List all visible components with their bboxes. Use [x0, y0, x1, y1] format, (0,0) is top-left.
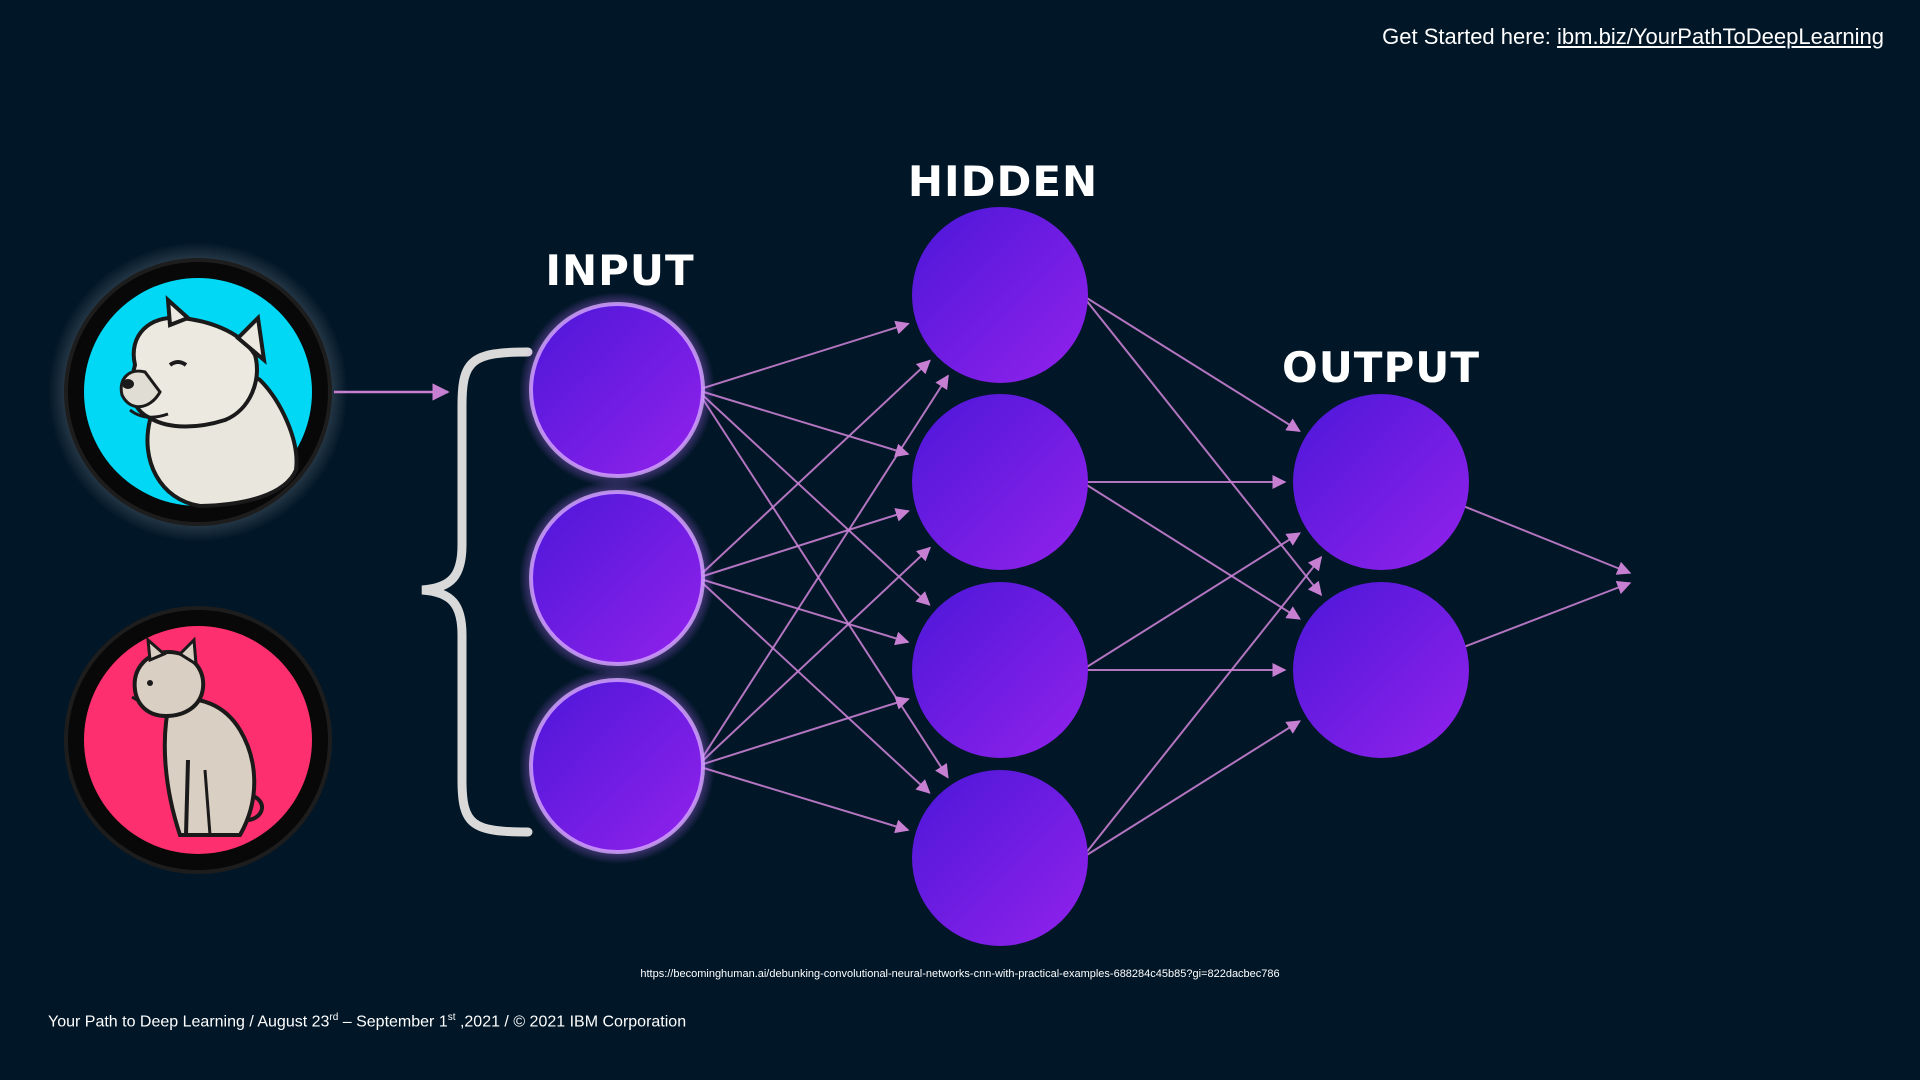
footer-part3: ,2021 / © 2021 IBM Corporation: [455, 1013, 687, 1031]
output-node-1: [1293, 394, 1469, 570]
nodes: [519, 207, 1469, 946]
hidden-output-connection-3-0: [1081, 556, 1323, 859]
footer-sup1: rd: [329, 1012, 339, 1023]
input-node-3: [519, 668, 715, 864]
hidden-output-connection-1-1: [1081, 481, 1301, 620]
input-brace: [421, 347, 533, 837]
input-hidden-connection-2-3: [696, 765, 910, 834]
footer-part1: Your Path to Deep Learning / August 23: [48, 1013, 330, 1031]
input-hidden-connection-1-1: [696, 508, 910, 579]
input-hidden-connection-0-3: [696, 389, 949, 779]
input-hidden-connection-1-2: [696, 577, 910, 646]
get-started-label: Get Started here:: [1382, 24, 1558, 49]
input-layer-title: INPUT: [545, 246, 694, 295]
input-hidden-connection-0-2: [696, 389, 931, 606]
hidden-node-2: [912, 394, 1088, 570]
input-hidden-connection-0-0: [696, 320, 910, 391]
source-url: https://becominghuman.ai/debunking-convo…: [640, 968, 1280, 980]
cat-icon: [131, 636, 264, 837]
input-hidden-connection-1-0: [696, 359, 931, 579]
output-node-2: [1293, 582, 1469, 758]
cat-example-badge: [64, 606, 332, 874]
footer-part2: – September 1: [338, 1013, 448, 1031]
hidden-layer-title: HIDDEN: [908, 157, 1098, 206]
input-hidden-connection-2-0: [696, 374, 949, 767]
input-node-2: [519, 480, 715, 676]
hidden-output-connection-2-0: [1081, 532, 1301, 671]
hidden-node-3: [912, 582, 1088, 758]
get-started-link[interactable]: ibm.biz/YourPathToDeepLearning: [1557, 24, 1884, 49]
footer-sup2: st: [447, 1012, 456, 1023]
hidden-output-connection-0-0: [1081, 294, 1301, 432]
connections: [696, 294, 1632, 859]
hidden-output-connection-0-1: [1081, 294, 1323, 597]
input-node-1: [519, 292, 715, 488]
input-hidden-connection-1-3: [696, 577, 931, 794]
input-hidden-connection-2-2: [696, 696, 910, 767]
hidden-node-4: [912, 770, 1088, 946]
input-hidden-connection-2-1: [696, 546, 931, 767]
input-hidden-connection-0-1: [696, 389, 910, 458]
dog-example-badge: [48, 242, 348, 542]
dog-icon: [119, 295, 299, 509]
hidden-output-connection-3-1: [1081, 720, 1301, 859]
footer: Your Path to Deep Learning / August 23rd…: [48, 1012, 686, 1031]
hidden-node-1: [912, 207, 1088, 383]
get-started-banner: Get Started here: ibm.biz/YourPathToDeep…: [1382, 24, 1884, 50]
output-layer-title: OUTPUT: [1282, 343, 1480, 392]
